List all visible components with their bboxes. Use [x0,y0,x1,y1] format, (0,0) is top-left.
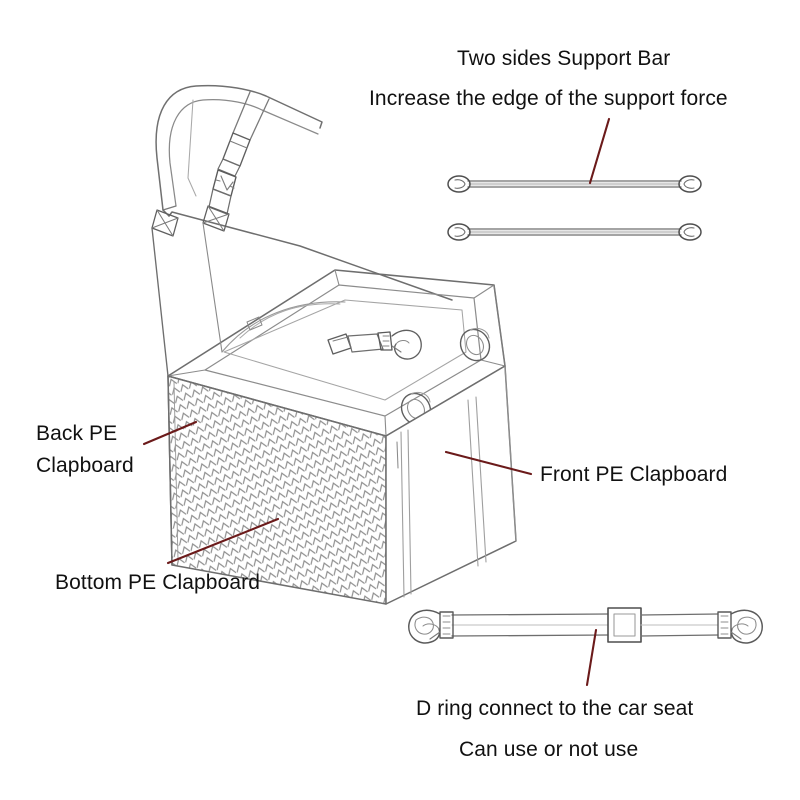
backrest-flap [155,84,453,301]
leader-bottom-pe [166,517,280,565]
label-bottom-pe-clapboard: Bottom PE Clapboard [55,571,261,594]
support-bar-1 [447,175,702,193]
leader-d-ring [585,628,598,687]
label-increase-edge-support-force: Increase the edge of the support force [369,87,728,110]
leader-front-pe [444,450,533,476]
back-wall-edge [167,375,173,566]
stitch-patch-left [151,209,179,237]
annotation-leader-lines [142,117,611,687]
leader-increase-edge [588,117,611,185]
seat-basin-interior [221,299,467,401]
support-bars-illustration [447,175,702,241]
leader-back-pe [142,420,198,446]
label-back-pe-clapboard-line1: Back PE [36,422,118,445]
front-panel [385,365,517,605]
label-two-sides-support-bar: Two sides Support Bar [457,47,671,70]
interior-safety-leash [327,329,422,360]
label-d-ring-connect-car-seat: D ring connect to the car seat [416,697,694,720]
stitch-patch-right [202,205,230,232]
label-front-pe-clapboard: Front PE Clapboard [540,463,728,486]
right-side-wall [493,284,517,542]
snap-hook-right [717,609,763,644]
support-bar-2 [447,223,702,241]
snap-hook-left [408,609,454,644]
d-ring-strap-illustration [408,607,763,644]
d-ring-grommet-upper [459,327,491,362]
flap-to-seat-connector [151,222,223,377]
label-can-use-or-not-use: Can use or not use [459,738,639,761]
backrest-strap-with-buckle [208,91,270,215]
label-back-pe-clapboard-line2: Clapboard [36,454,134,477]
seat-carrier-illustration [151,84,517,605]
